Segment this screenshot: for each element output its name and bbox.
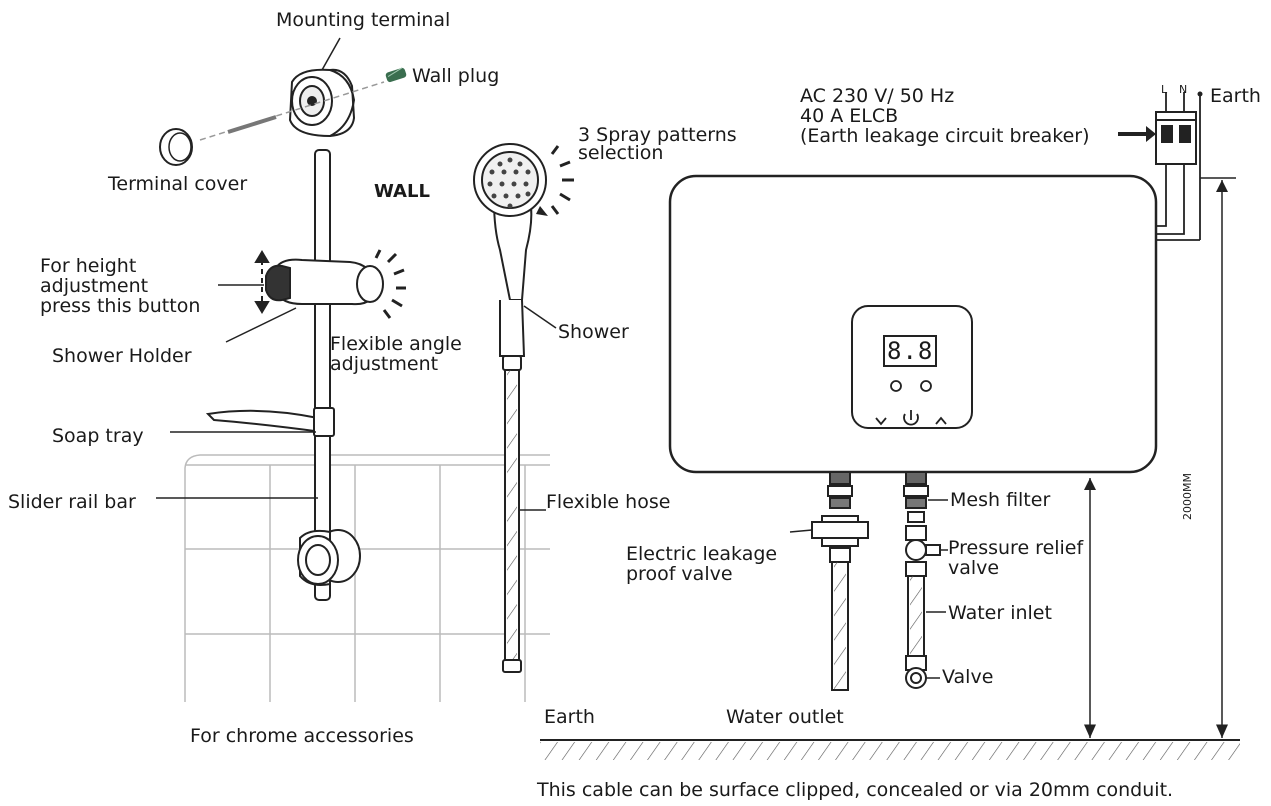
- label-earth-bottom: Earth: [544, 706, 595, 728]
- leader-lines-right: [789, 499, 948, 679]
- label-chrome-accessories: For chrome accessories: [190, 725, 414, 747]
- label-wall: WALL: [374, 181, 430, 202]
- height-adjust-arrows: [254, 250, 270, 314]
- label-wall-plug: Wall plug: [412, 65, 500, 87]
- elcb-breaker: [1155, 111, 1197, 165]
- label-breaker-n: N: [1179, 83, 1188, 96]
- inlet-fittings: [903, 471, 941, 689]
- label-leakage-valve: Electric leakage proof valve: [626, 543, 778, 585]
- label-water-outlet: Water outlet: [726, 706, 844, 728]
- label-power-spec: AC 230 V/ 50 Hz 40 A ELCB (Earth leakage…: [800, 85, 1090, 147]
- label-shower-holder: Shower Holder: [52, 345, 192, 367]
- wall-tiles: [184, 454, 550, 702]
- label-flexible-angle: Flexible angle adjustment: [330, 333, 462, 375]
- heater-body: [668, 174, 1158, 474]
- breaker-arrow-icon: [1146, 126, 1156, 142]
- control-buttons: [875, 380, 947, 426]
- label-spray-patterns: 3 Spray patterns selection: [578, 124, 737, 164]
- label-height-adjustment: For height adjustment press this button: [40, 255, 201, 317]
- label-flexible-hose: Flexible hose: [546, 491, 671, 513]
- label-breaker-l: L: [1161, 83, 1168, 96]
- label-slider-rail-bar: Slider rail bar: [8, 491, 136, 513]
- angle-adjust-rays: [374, 249, 406, 319]
- chevron-down-icon: [875, 417, 887, 426]
- label-pressure-relief: Pressure relief valve: [948, 537, 1084, 579]
- mounting-terminal-leader: [321, 37, 341, 71]
- label-cable-note: This cable can be surface clipped, conce…: [537, 779, 1174, 801]
- shower-leader: [523, 305, 557, 329]
- mounting-terminal: [288, 68, 356, 138]
- soap-tray: [205, 407, 335, 437]
- flexible-hose: [502, 369, 522, 673]
- screw: [227, 115, 277, 134]
- label-mounting-terminal: Mounting terminal: [276, 9, 451, 31]
- wall-plug-icon: [385, 67, 407, 83]
- chevron-up-icon: [935, 416, 947, 425]
- spray-arrow-icon: [536, 206, 548, 216]
- earth-terminal-dot: [1197, 91, 1203, 97]
- wall-bracket: [297, 529, 361, 586]
- terminal-cover-icon: [159, 128, 193, 166]
- label-valve: Valve: [942, 666, 994, 688]
- label-earth-top: Earth: [1210, 85, 1261, 107]
- label-shower: Shower: [558, 321, 629, 343]
- power-icon: [903, 413, 919, 426]
- spray-select-rays: [550, 145, 574, 215]
- label-terminal-cover: Terminal cover: [108, 173, 248, 195]
- label-mesh-filter: Mesh filter: [950, 489, 1051, 511]
- button-right-icon: [920, 380, 932, 392]
- leader-lines-left: [156, 284, 318, 499]
- outlet-fittings: [811, 471, 869, 691]
- label-height-dimension: 2000MM: [1181, 473, 1194, 520]
- label-soap-tray: Soap tray: [52, 425, 144, 447]
- button-left-icon: [890, 380, 902, 392]
- shower-holder: [265, 258, 384, 306]
- label-water-inlet: Water inlet: [948, 602, 1052, 624]
- display-readout: 8.8: [887, 337, 934, 365]
- shower-head: [473, 143, 547, 371]
- floor: [540, 739, 1240, 760]
- dimension-lines: [1084, 177, 1236, 738]
- wiring: [1118, 92, 1201, 241]
